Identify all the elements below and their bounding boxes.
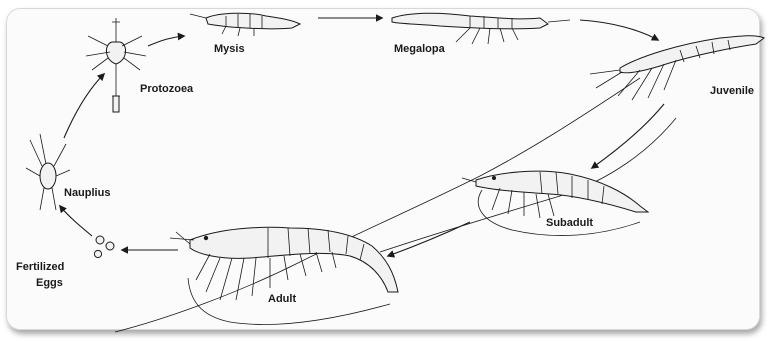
arrow-eggs-to-nauplius [60,206,92,236]
arrow-megalopa-to-juvenile [580,20,658,40]
label-mysis: Mysis [214,43,245,55]
megalopa-icon [392,13,570,44]
mysis-icon [190,13,300,36]
label-fertilized-eggs-line1: Fertilized [16,261,64,273]
adult-icon [170,227,398,300]
label-megalopa: Megalopa [394,43,446,55]
arrow-subadult-to-adult [388,222,470,256]
habitat-outline [115,78,640,332]
fertilized-eggs-icon [94,236,114,258]
label-juvenile: Juvenile [710,85,754,97]
label-fertilized-eggs-line2: Eggs [36,277,63,289]
arrow-nauplius-to-protozoea [64,74,104,138]
arrow-juvenile-to-subadult [592,104,664,168]
label-protozoea: Protozoea [140,83,194,95]
label-subadult: Subadult [546,217,593,229]
arrow-protozoea-to-mysis [148,36,184,46]
protozoea-icon [86,18,146,112]
label-adult: Adult [268,293,296,305]
label-nauplius: Nauplius [64,187,110,199]
subadult-icon [462,171,648,218]
